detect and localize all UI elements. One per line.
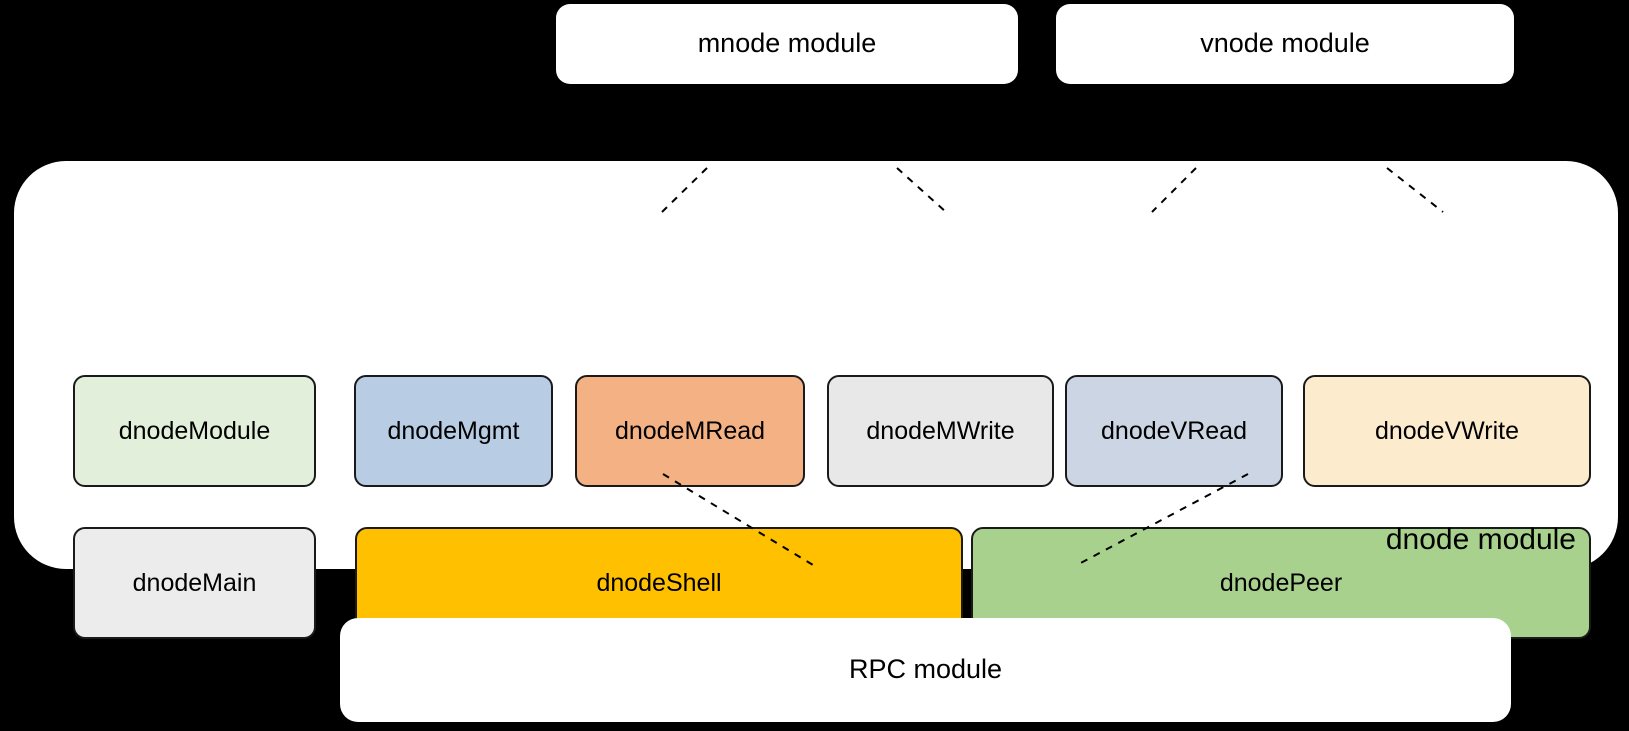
vnode-module-container[interactable]: vnode module [1056, 4, 1514, 84]
node-box-label: dnodePeer [1219, 568, 1343, 597]
node-box-dnodevread[interactable]: dnodeVRead [1065, 375, 1283, 487]
mnode-module-label: mnode module [697, 28, 877, 59]
node-box-label: dnodeMain [132, 568, 257, 597]
node-box-dnodemgmt[interactable]: dnodeMgmt [354, 375, 553, 487]
dnode-module-container[interactable]: dnodeModule dnodeMgmt dnodeMRead dnodeMW… [14, 161, 1618, 639]
node-box-label: dnodeModule [118, 416, 271, 445]
node-box-label: dnodeMRead [614, 416, 766, 445]
node-box-dnodemread[interactable]: dnodeMRead [575, 375, 805, 487]
node-box-dnodemwrite[interactable]: dnodeMWrite [827, 375, 1054, 487]
node-box-label: dnodeVWrite [1374, 416, 1520, 445]
mnode-module-container[interactable]: mnode module [556, 4, 1018, 84]
node-box-label: dnodeVRead [1101, 416, 1247, 445]
rpc-module-container[interactable]: RPC module [340, 618, 1511, 722]
node-box-label: dnodeMgmt [387, 416, 520, 445]
dnode-module-label: dnode module [1385, 523, 1576, 556]
node-box-label: dnodeShell [596, 568, 722, 597]
node-box-dnodemodule[interactable]: dnodeModule [73, 375, 316, 487]
rpc-module-label: RPC module [848, 654, 1003, 685]
vnode-module-label: vnode module [1200, 28, 1370, 59]
node-box-dnodemain[interactable]: dnodeMain [73, 527, 316, 639]
node-box-dnodevwrite[interactable]: dnodeVWrite [1303, 375, 1591, 487]
node-box-label: dnodeMWrite [866, 416, 1015, 445]
